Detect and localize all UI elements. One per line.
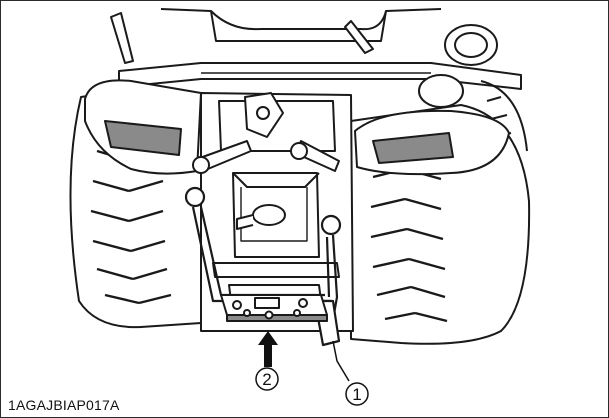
transmission-housing (192, 92, 354, 332)
fenders (84, 79, 510, 176)
callout-1: 1 (332, 340, 369, 406)
callout-leader-line (332, 340, 350, 382)
callout-2-number: 2 (262, 370, 271, 389)
callout-2: 2 (255, 331, 279, 391)
callout-1-circle (345, 382, 369, 406)
callout-2-circle (255, 367, 279, 391)
callout-arrow-icon (258, 331, 278, 367)
callout-1-number: 1 (352, 385, 361, 404)
tractor-body (110, 8, 522, 108)
hitch-plate (220, 294, 328, 322)
figure-code: 1AGAJBIAP017A (8, 397, 120, 413)
